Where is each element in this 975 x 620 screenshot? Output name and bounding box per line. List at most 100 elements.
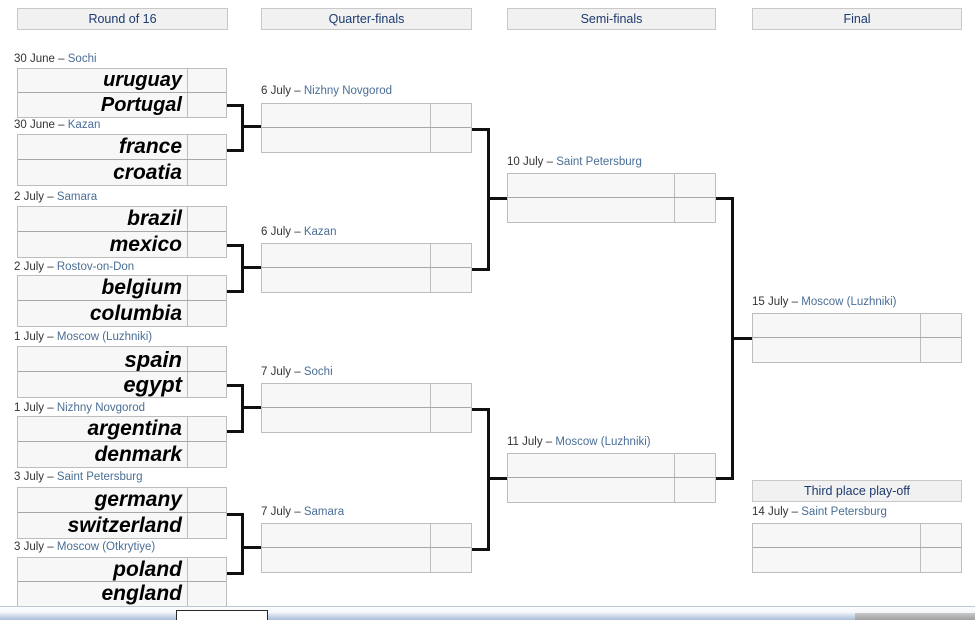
team-name <box>262 128 431 152</box>
match-row[interactable] <box>753 547 961 572</box>
venue-link[interactable]: Moscow (Luzhniki) <box>555 436 651 448</box>
match-row[interactable] <box>262 127 471 152</box>
match-row[interactable] <box>753 524 961 549</box>
venue-link[interactable]: Kazan <box>303 226 337 238</box>
venue-link[interactable]: Saint Petersburg <box>801 506 887 518</box>
venue-link[interactable]: Sochi <box>67 53 97 65</box>
match-row[interactable]: switzerland <box>18 512 226 538</box>
venue-link[interactable]: Samara <box>303 506 345 518</box>
round-header-semi-finals[interactable]: Semi-finals <box>507 8 716 30</box>
match-box[interactable]: france croatia <box>17 134 227 186</box>
taskbar-tab[interactable] <box>176 610 268 620</box>
match-box[interactable]: brazil mexico <box>17 206 227 258</box>
venue-link[interactable]: Nizhny Novgorod <box>303 85 393 97</box>
match-row[interactable] <box>262 267 471 292</box>
taskbar-strip <box>0 606 975 620</box>
match-row[interactable] <box>508 454 715 479</box>
connector-line <box>241 125 263 128</box>
match-box[interactable] <box>261 383 472 433</box>
match-box[interactable] <box>261 103 472 153</box>
match-box[interactable]: uruguay Portugal <box>17 68 227 118</box>
match-box[interactable] <box>752 523 962 573</box>
connector-line <box>241 406 263 409</box>
match-row[interactable]: uruguay <box>18 69 226 94</box>
match-row[interactable]: croatia <box>18 159 226 185</box>
score-cell <box>675 174 715 199</box>
venue-link[interactable]: Saint Petersburg <box>556 156 642 168</box>
score-cell <box>431 384 471 409</box>
venue-link[interactable]: Rostov-on-Don <box>56 261 135 273</box>
match-box[interactable] <box>261 523 472 573</box>
match-row[interactable]: Portugal <box>18 92 226 117</box>
team-name <box>753 524 921 549</box>
team-name: switzerland <box>18 513 188 538</box>
match-row[interactable]: france <box>18 135 226 161</box>
match-row[interactable] <box>508 477 715 502</box>
score-cell <box>431 268 471 292</box>
match-row[interactable] <box>508 174 715 199</box>
match-row[interactable]: columbia <box>18 300 226 326</box>
match-row[interactable]: germany <box>18 488 226 514</box>
match-row[interactable] <box>262 524 471 549</box>
match-row[interactable] <box>753 337 961 362</box>
round-header-round-of-16[interactable]: Round of 16 <box>17 8 228 30</box>
score-cell <box>188 582 226 606</box>
team-name <box>753 338 921 362</box>
match-label: 30 June – Kazan <box>14 119 101 131</box>
match-row[interactable] <box>508 197 715 222</box>
match-row[interactable] <box>262 384 471 409</box>
venue-link[interactable]: Kazan <box>67 119 101 131</box>
match-box[interactable] <box>752 313 962 363</box>
match-row[interactable] <box>753 314 961 339</box>
match-box[interactable]: argentina denmark <box>17 416 227 468</box>
team-name <box>753 548 921 572</box>
round-header-third-place-play-off[interactable]: Third place play-off <box>752 480 962 502</box>
connector-line <box>716 197 734 200</box>
team-name <box>508 454 675 479</box>
venue-link[interactable]: Nizhny Novgorod <box>56 402 146 414</box>
match-label: 30 June – Sochi <box>14 53 97 65</box>
venue-link[interactable]: Moscow (Luzhniki) <box>801 296 897 308</box>
match-row[interactable]: egypt <box>18 371 226 397</box>
venue-link[interactable]: Moscow (Luzhniki) <box>56 331 153 343</box>
scrollbar-thumb[interactable] <box>855 613 975 620</box>
team-name: Portugal <box>18 93 188 117</box>
round-header-quarter-finals[interactable]: Quarter-finals <box>261 8 472 30</box>
match-box[interactable] <box>507 453 716 503</box>
venue-link[interactable]: Moscow (Otkrytiye) <box>56 541 156 553</box>
match-row[interactable]: spain <box>18 347 226 373</box>
match-label: 3 July – Moscow (Otkrytiye) <box>14 541 156 553</box>
team-name: denmark <box>18 442 188 467</box>
team-name: spain <box>18 347 188 373</box>
score-cell <box>188 232 226 257</box>
match-row[interactable] <box>262 104 471 129</box>
score-cell <box>188 69 226 94</box>
match-box[interactable] <box>507 173 716 223</box>
match-box[interactable]: poland england <box>17 557 227 607</box>
match-row[interactable] <box>262 547 471 572</box>
match-box[interactable]: germany switzerland <box>17 487 227 539</box>
team-name: brazil <box>18 207 188 233</box>
venue-link[interactable]: Samara <box>56 191 98 203</box>
connector-line <box>226 430 244 433</box>
match-box[interactable]: belgium columbia <box>17 275 227 327</box>
match-row[interactable]: poland <box>18 558 226 583</box>
match-row[interactable]: brazil <box>18 207 226 233</box>
team-name: argentina <box>18 417 188 443</box>
match-row[interactable] <box>262 407 471 432</box>
score-cell <box>188 207 226 233</box>
match-box[interactable] <box>261 243 472 293</box>
team-name <box>262 268 431 292</box>
match-row[interactable]: argentina <box>18 417 226 443</box>
match-row[interactable]: denmark <box>18 441 226 467</box>
match-row[interactable]: england <box>18 581 226 606</box>
connector-line <box>487 197 509 200</box>
match-label: 11 July – Moscow (Luzhniki) <box>507 436 651 448</box>
round-header-final[interactable]: Final <box>752 8 962 30</box>
venue-link[interactable]: Sochi <box>303 366 333 378</box>
match-row[interactable] <box>262 244 471 269</box>
venue-link[interactable]: Saint Petersburg <box>56 471 143 483</box>
match-row[interactable]: mexico <box>18 231 226 257</box>
match-box[interactable]: spain egypt <box>17 346 227 398</box>
match-row[interactable]: belgium <box>18 276 226 302</box>
